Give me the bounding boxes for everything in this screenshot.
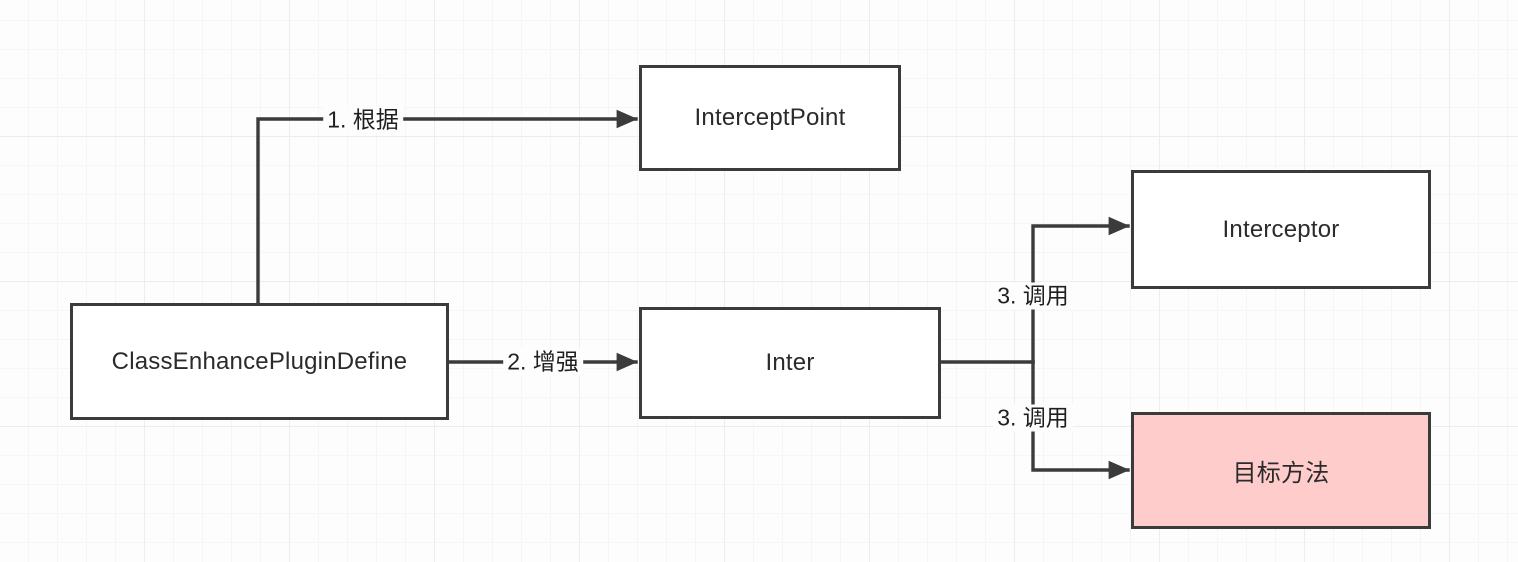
node-target-method-label: 目标方法 [1232,460,1330,487]
connector-3-diaoyong-target-method [1031,360,1130,480]
node-inter[interactable]: Inter [639,307,941,419]
edge-label-2-zengqiang: 2. 增强 [503,348,583,376]
edge-label-3-diaoyong-target-method: 3. 调用 [993,404,1073,432]
node-class-enhance-plugin-define[interactable]: ClassEnhancePluginDefine [70,303,449,420]
connector-3-diaoyong-interceptor [1031,216,1130,364]
node-intercept-point[interactable]: InterceptPoint [639,65,901,171]
node-inter-label: Inter [765,349,815,376]
node-intercept-point-label: InterceptPoint [694,104,846,131]
edge-label-3-diaoyong-interceptor: 3. 调用 [993,282,1073,310]
edge-label-1-genju: 1. 根据 [323,106,403,134]
node-interceptor[interactable]: Interceptor [1131,170,1431,289]
node-target-method[interactable]: 目标方法 [1131,412,1431,529]
connector-1-genju [256,109,638,305]
node-class-enhance-plugin-define-label: ClassEnhancePluginDefine [111,347,408,375]
node-interceptor-label: Interceptor [1222,215,1340,243]
